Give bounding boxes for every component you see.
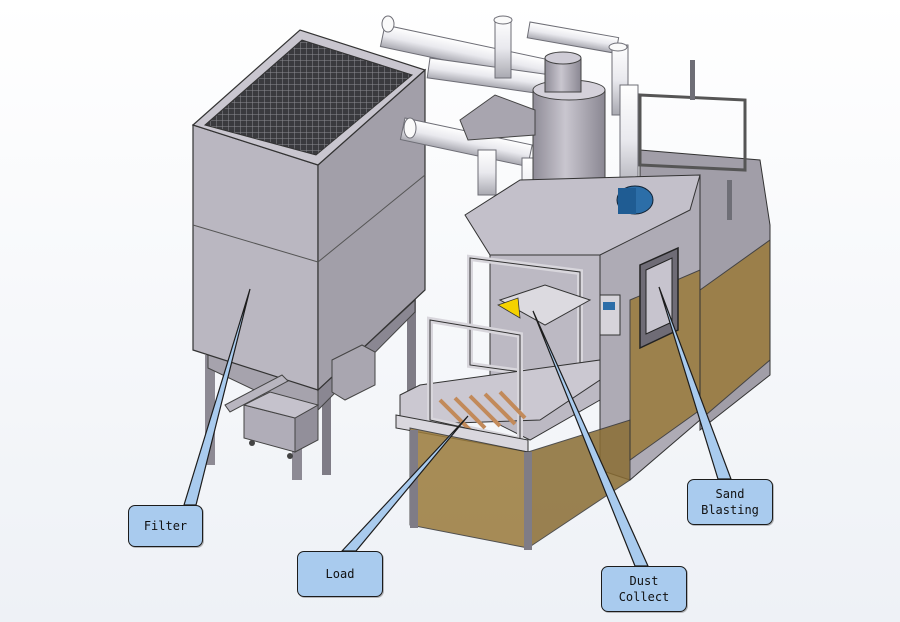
blast-cabinet bbox=[395, 60, 771, 550]
callout-pointers bbox=[183, 286, 732, 567]
sand-blasting-label: Sand Blasting bbox=[687, 479, 773, 525]
load-label: Load bbox=[297, 551, 383, 597]
filter-unit bbox=[191, 29, 427, 480]
dust-collect-label: Dust Collect bbox=[601, 566, 687, 612]
filter-label: Filter bbox=[128, 505, 203, 547]
